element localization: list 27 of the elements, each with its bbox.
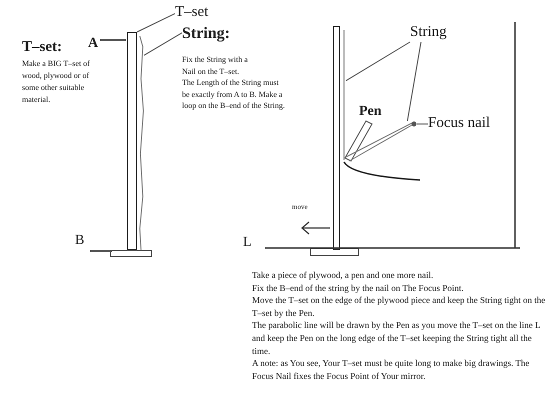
line-label: L bbox=[243, 234, 252, 252]
part-label: T–set bbox=[175, 4, 208, 20]
instruction-text: Fix the String with a Nail on the T–set. bbox=[182, 54, 249, 77]
instruction-text: Fix the B–end of the string by the nail on The Focus Point. bbox=[252, 282, 465, 294]
part-label: Pen bbox=[359, 103, 382, 121]
t-set-bar bbox=[333, 26, 340, 250]
point-label: B bbox=[75, 232, 84, 250]
heading: T–set: bbox=[22, 38, 62, 57]
instruction-text: Take a piece of plywood, a pen and one more nail. bbox=[252, 269, 434, 282]
instruction-text: Make a BIG T–set of wood, plywood or of some other suitable material. bbox=[22, 58, 91, 106]
t-set-bar bbox=[127, 32, 137, 250]
part-label: String bbox=[410, 24, 447, 40]
string-line bbox=[346, 121, 412, 161]
leader-line bbox=[346, 42, 410, 82]
focus-point bbox=[411, 121, 417, 127]
instruction-text: The parabolic line will be drawn by the Pen as you move the T–set on the line L and keep the Pen on the long edge of the T–set keeping the String tight all the time. bbox=[252, 319, 542, 358]
leader-line bbox=[406, 42, 422, 122]
leader-line bbox=[136, 13, 176, 32]
heading: String: bbox=[182, 25, 230, 43]
string-line bbox=[138, 36, 144, 250]
point-label: A bbox=[88, 35, 98, 53]
leader-line bbox=[144, 32, 182, 56]
part-label: Focus nail bbox=[428, 115, 490, 131]
instruction-text: The Length of the String must be exactly from A to B. Make a loop on the B–end of the String. bbox=[182, 77, 286, 112]
instruction-text: A note: as You see, Your T–set must be quite long to make big drawings. The Focus Nail fixes the Focus Point of Your mirror. bbox=[252, 357, 530, 382]
string-line bbox=[341, 30, 346, 160]
instruction-text: Move the T–set on the edge of the plywood piece and keep the String tight on the T–set by the Pen. bbox=[252, 294, 546, 320]
